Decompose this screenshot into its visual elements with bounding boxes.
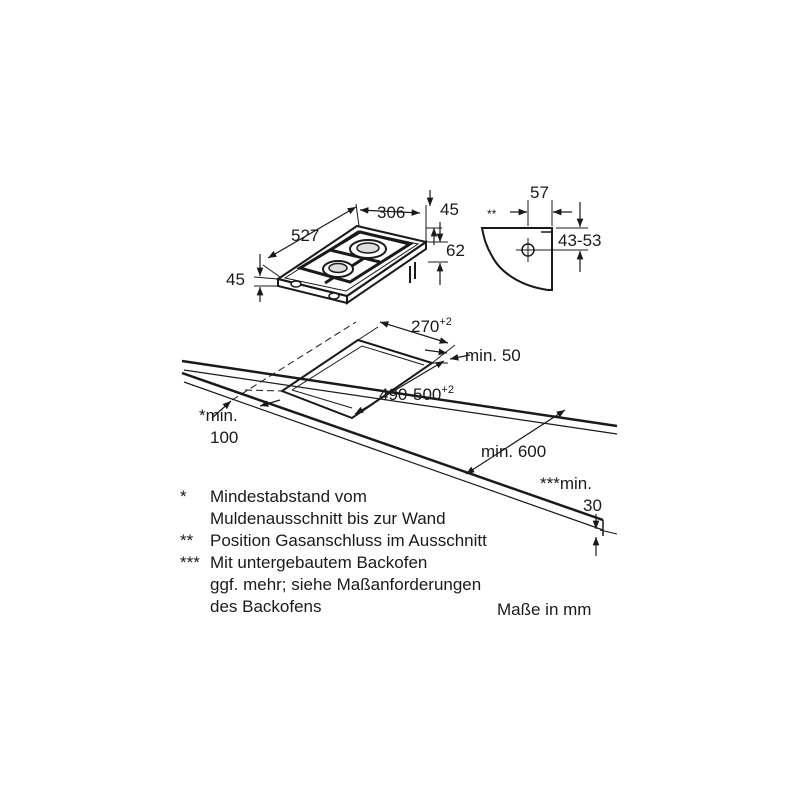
control-knob [290, 280, 302, 288]
dimension-min-30: ***min. 30 [540, 474, 602, 556]
dimension-306: 306 [359, 203, 427, 242]
dimension-490-500: 490-500+2 [354, 360, 454, 415]
control-knob [328, 292, 340, 300]
label-min-30-value: 30 [583, 496, 602, 515]
label-490-500: 490-500+2 [379, 384, 454, 404]
label-527: 527 [291, 226, 319, 245]
gas-connection-point [516, 238, 540, 262]
legend-item: * Mindestabstand vom Muldenausschnitt bi… [180, 486, 487, 530]
label-gas-marker: ** [487, 207, 497, 221]
legend-text: Mindestabstand vom [210, 487, 367, 506]
dimension-45-side: 45 [226, 254, 279, 302]
label-min-100-prefix: *min. [199, 406, 238, 425]
wall-projection-line [231, 321, 357, 401]
dimension-min-100: *min. 100 [199, 399, 281, 447]
gas-connection-detail: 57 ** 43-53 [480, 183, 601, 291]
legend-text: Position Gasanschluss im Ausschnitt [210, 531, 487, 550]
legend-marker: * [180, 487, 187, 506]
units-note: Maße in mm [497, 600, 592, 619]
label-62: 62 [446, 241, 465, 260]
legend-text: Mit untergebautem Backofen [210, 553, 428, 572]
label-min-600: min. 600 [481, 442, 546, 461]
legend-item: ** Position Gasanschluss im Ausschnitt [180, 530, 487, 552]
dimension-min-600: min. 600 [465, 409, 566, 475]
label-43-53: 43-53 [558, 231, 601, 250]
legend-marker: *** [180, 553, 200, 572]
label-306: 306 [377, 203, 405, 222]
dimension-270: 270+2 [357, 316, 456, 364]
dimension-62: 62 [428, 222, 465, 285]
label-45-side: 45 [226, 270, 245, 289]
dimension-45-top: 45 [426, 190, 459, 245]
label-min-50: min. 50 [465, 346, 521, 365]
burner-large [349, 239, 387, 259]
label-270: 270+2 [411, 316, 452, 336]
label-min-30-prefix: ***min. [540, 474, 592, 493]
legend-text: ggf. mehr; siehe Maßanforderungen [210, 575, 482, 594]
dimension-527: 527 [262, 203, 360, 278]
legend-text: Muldenausschnitt bis zur Wand [210, 509, 446, 528]
label-45-top: 45 [440, 200, 459, 219]
dimension-min-50: min. 50 [424, 346, 521, 365]
legend-marker: ** [180, 531, 194, 550]
label-min-100-value: 100 [210, 428, 238, 447]
legend: * Mindestabstand vom Muldenausschnitt bi… [180, 486, 487, 618]
legend-item: *** Mit untergebautem Backofen ggf. mehr… [180, 552, 487, 618]
label-57: 57 [530, 183, 549, 202]
legend-text: des Backofens [210, 597, 322, 616]
burner-small [322, 260, 354, 278]
